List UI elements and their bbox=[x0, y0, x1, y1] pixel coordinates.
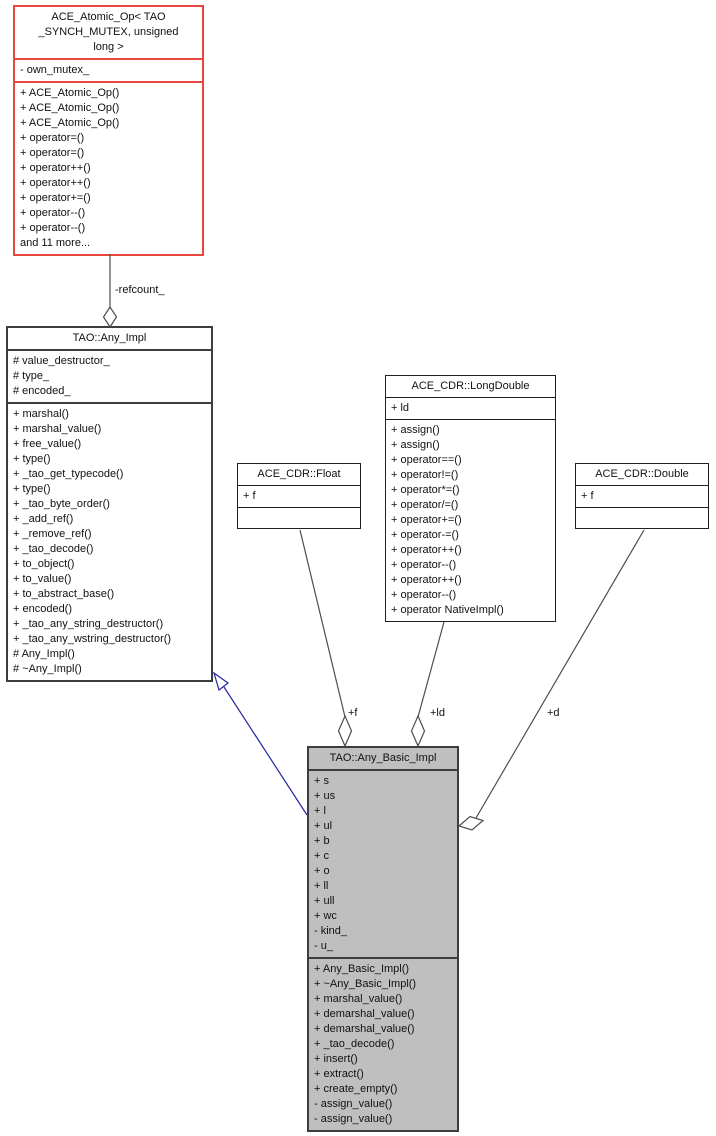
edge-label-f: +f bbox=[348, 707, 358, 719]
class-title: ACE_Atomic_Op< TAO _SYNCH_MUTEX, unsigne… bbox=[38, 11, 179, 53]
inheritance-line bbox=[223, 686, 308, 816]
edge-f: +f bbox=[299, 529, 358, 748]
class-box-ace-atomic-op[interactable]: ACE_Atomic_Op< TAO _SYNCH_MUTEX, unsigne… bbox=[13, 5, 204, 256]
aggregation-diamond-icon bbox=[102, 305, 118, 329]
class-title: TAO::Any_Basic_Impl bbox=[329, 752, 437, 764]
class-methods: + ACE_Atomic_Op() + ACE_Atomic_Op() + AC… bbox=[15, 81, 202, 254]
aggregation-diamond-icon bbox=[337, 714, 353, 748]
class-methods: + marshal() + marshal_value() + free_val… bbox=[8, 402, 211, 680]
class-attributes: + f bbox=[238, 485, 360, 507]
edge-ld: +ld bbox=[410, 621, 445, 748]
aggregation-diamond-icon bbox=[457, 815, 485, 831]
edge-label-d: +d bbox=[547, 707, 560, 719]
class-attributes: - own_mutex_ bbox=[15, 58, 202, 81]
class-title: ACE_CDR::LongDouble bbox=[411, 380, 530, 392]
class-box-tao-any-basic-impl[interactable]: TAO::Any_Basic_Impl + s + us + l + ul + … bbox=[307, 746, 459, 1132]
edge-inheritance bbox=[212, 671, 308, 816]
edge-label-ld: +ld bbox=[430, 707, 445, 719]
aggregation-line bbox=[299, 529, 346, 718]
class-methods bbox=[238, 507, 360, 528]
inheritance-arrow-icon bbox=[212, 671, 230, 692]
aggregation-diamond-icon bbox=[410, 714, 426, 748]
class-methods: + Any_Basic_Impl() + ~Any_Basic_Impl() +… bbox=[309, 957, 457, 1130]
class-title: ACE_CDR::Double bbox=[595, 468, 689, 480]
class-attributes: # value_destructor_ # type_ # encoded_ bbox=[8, 349, 211, 402]
class-attributes: + f bbox=[576, 485, 708, 507]
class-attributes: + ld bbox=[386, 397, 555, 419]
aggregation-line bbox=[417, 621, 445, 718]
class-methods: + assign() + assign() + operator==() + o… bbox=[386, 419, 555, 621]
class-title: ACE_CDR::Float bbox=[257, 468, 341, 480]
class-methods bbox=[576, 507, 708, 528]
class-attributes: + s + us + l + ul + b + c + o + ll + ull… bbox=[309, 769, 457, 957]
edge-label-refcount: -refcount_ bbox=[115, 284, 165, 296]
class-box-ace-cdr-float[interactable]: ACE_CDR::Float + f bbox=[237, 463, 361, 529]
class-box-ace-cdr-double[interactable]: ACE_CDR::Double + f bbox=[575, 463, 709, 529]
class-title: TAO::Any_Impl bbox=[72, 332, 147, 344]
class-box-ace-cdr-longdouble[interactable]: ACE_CDR::LongDouble + ld + assign() + as… bbox=[385, 375, 556, 622]
class-box-tao-any-impl[interactable]: TAO::Any_Impl # value_destructor_ # type… bbox=[6, 326, 213, 682]
edge-refcount: -refcount_ bbox=[102, 254, 165, 329]
